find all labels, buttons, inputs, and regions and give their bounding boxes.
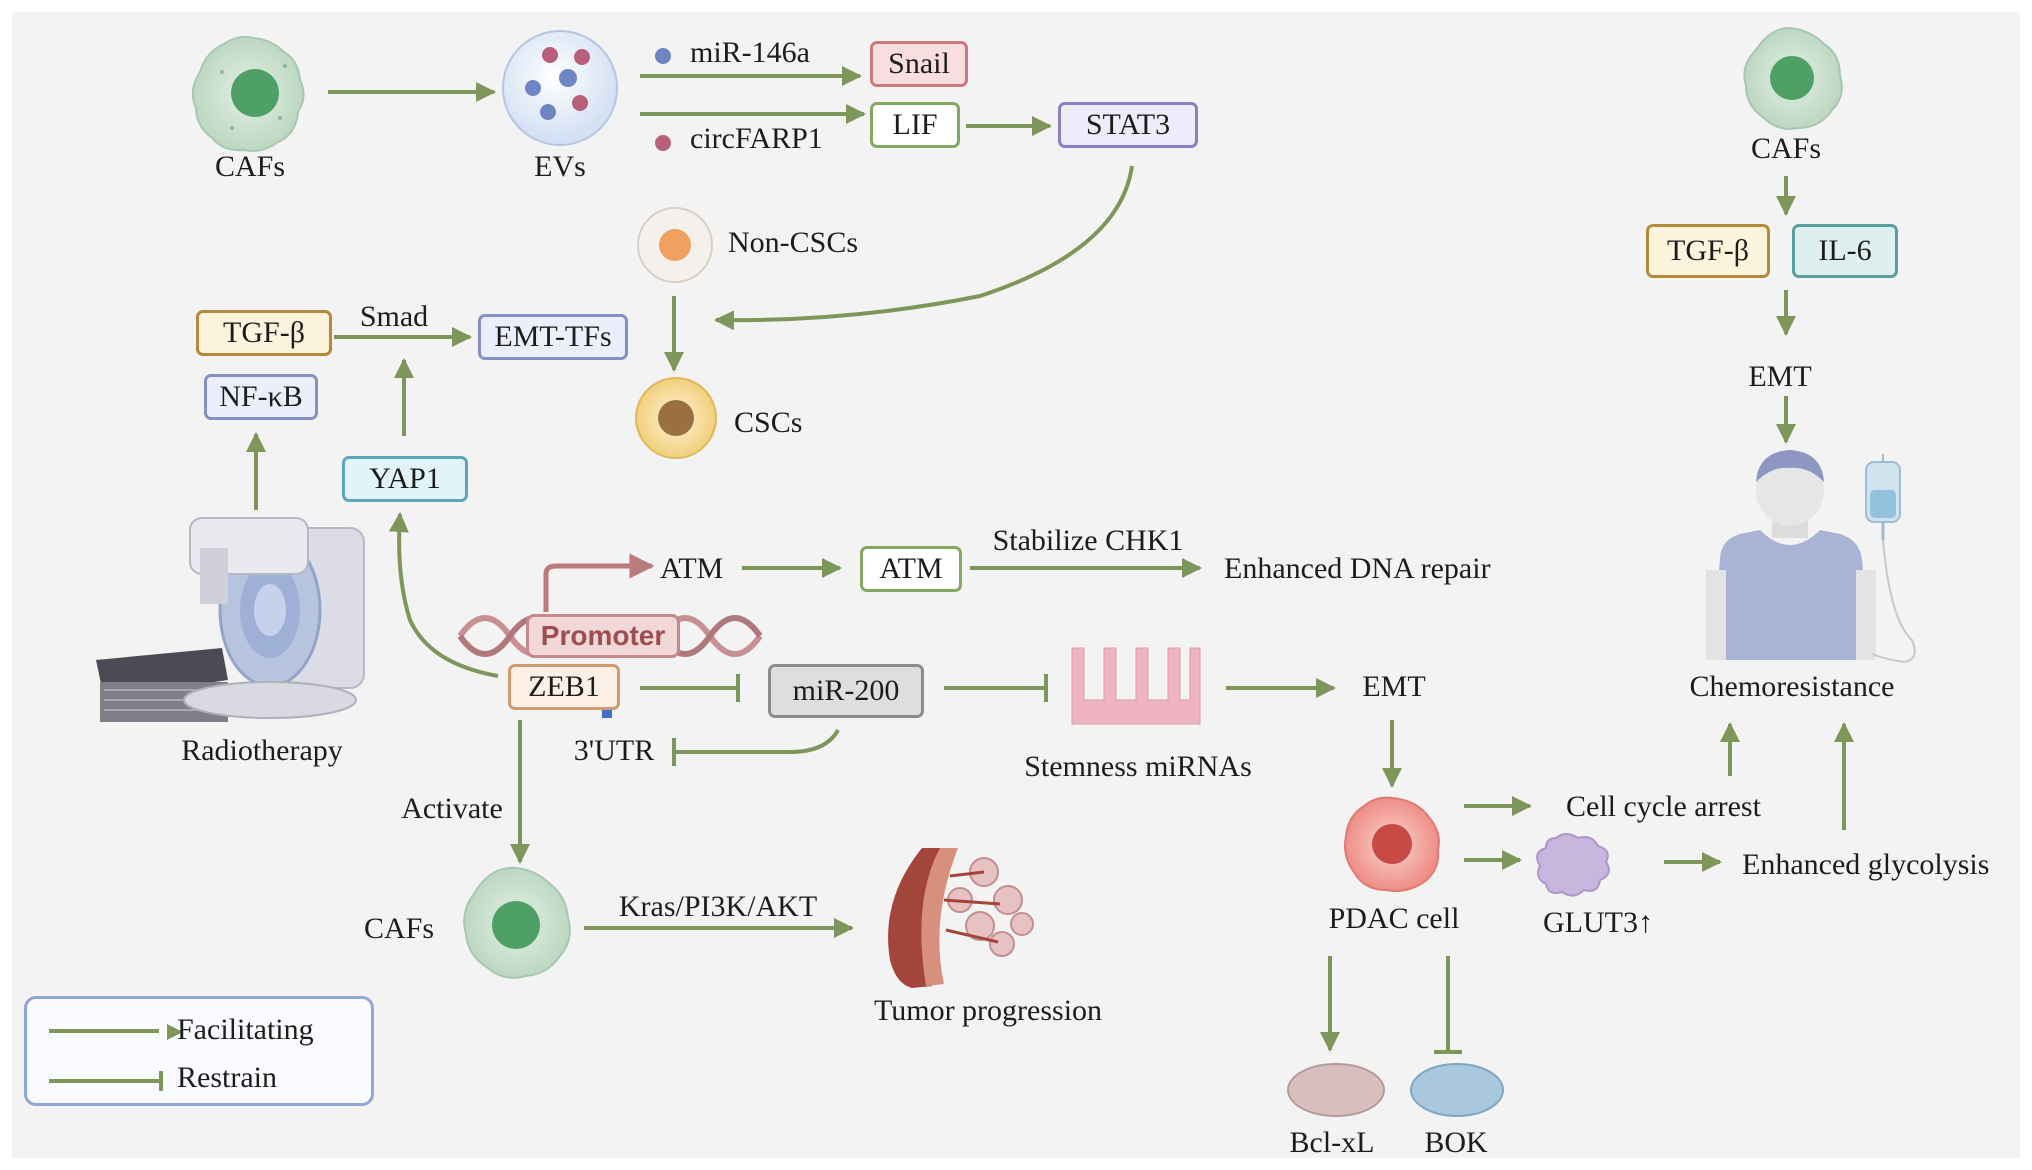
- arrow-lines: [246, 66, 1854, 1052]
- glut3-label: GLUT3↑: [1543, 906, 1653, 939]
- cafs-right-label: CAFs: [1750, 132, 1822, 165]
- bclxl-icon: [1287, 1063, 1385, 1117]
- cell-cycle-arrest-label: Cell cycle arrest: [1566, 790, 1761, 823]
- zeb1-box: ZEB1: [508, 664, 620, 710]
- non-cscs-label: Non-CSCs: [728, 226, 859, 259]
- radiotherapy-machine-icon: [96, 517, 365, 722]
- cafs-top-label: CAFs: [214, 150, 286, 183]
- mir146a-dot-icon: [655, 48, 671, 64]
- kras-pathway-label: Kras/PI3K/AKT: [618, 890, 818, 923]
- stat3-box: STAT3: [1058, 102, 1198, 148]
- evs-label: EVs: [534, 150, 586, 183]
- tumor-progression-label: Tumor progression: [873, 994, 1103, 1027]
- facilitating-arrow-icon: [49, 1024, 183, 1040]
- legend-restrain-label: Restrain: [177, 1061, 277, 1094]
- atm-gene-label: ATM: [660, 552, 724, 585]
- bok-label: BOK: [1424, 1126, 1488, 1159]
- non-csc-cell-icon: [637, 207, 713, 283]
- cscs-label: CSCs: [734, 406, 803, 439]
- tgf-beta-box: TGF-β: [196, 310, 332, 356]
- patient-icon: [1706, 450, 1876, 660]
- utr-label: 3'UTR: [573, 734, 655, 767]
- ev-vesicle-icon: [502, 30, 618, 146]
- tumor-tissue-icon: [888, 848, 1034, 988]
- mir-200-box: miR-200: [768, 664, 924, 718]
- nf-kb-box: NF-κB: [204, 374, 318, 420]
- circfarp1-dot-icon: [655, 135, 671, 151]
- glut3-icon: [1536, 833, 1610, 897]
- stemness-mirna-icon: [1071, 647, 1201, 725]
- csc-cell-icon: [635, 377, 717, 459]
- snail-box: Snail: [870, 41, 968, 87]
- bcl-xl-label: Bcl-xL: [1289, 1126, 1375, 1159]
- legend: Facilitating Restrain: [24, 996, 374, 1106]
- promoter-label: Promoter: [526, 614, 680, 658]
- mir-146a-label: miR-146a: [690, 36, 810, 69]
- restrain-bar-icon: [49, 1071, 163, 1091]
- legend-facilitating-label: Facilitating: [177, 1013, 314, 1046]
- iv-bag-icon: [1865, 454, 1916, 664]
- restrain-lines: [640, 674, 1462, 1054]
- caf-cell-icon: [191, 35, 305, 152]
- smad-label: Smad: [359, 300, 429, 333]
- emt-right-label: EMT: [1748, 360, 1812, 393]
- stabilize-chk1-label: Stabilize CHK1: [992, 524, 1184, 557]
- emt-tfs-box: EMT-TFs: [478, 314, 628, 360]
- pdac-cell-label: PDAC cell: [1328, 902, 1460, 935]
- cafs-bottom-label: CAFs: [364, 912, 435, 945]
- bok-icon: [1410, 1063, 1504, 1117]
- activate-label: Activate: [401, 792, 503, 825]
- enhanced-glycolysis-label: Enhanced glycolysis: [1742, 848, 1990, 881]
- il-6-box: IL-6: [1792, 224, 1898, 278]
- lif-box: LIF: [870, 102, 960, 148]
- circfarp1-label: circFARP1: [690, 122, 823, 155]
- stemness-mirnas-label: Stemness miRNAs: [1024, 750, 1252, 783]
- tgf-beta-box-right: TGF-β: [1646, 224, 1770, 278]
- yap1-box: YAP1: [342, 456, 468, 502]
- pdac-cell-icon: [1344, 796, 1440, 892]
- atm-box: ATM: [860, 546, 962, 592]
- promoter-arrow: [543, 553, 655, 612]
- chemoresistance-label: Chemoresistance: [1689, 670, 1895, 703]
- caf-cell-icon: [1743, 26, 1843, 130]
- emt-mid-label: EMT: [1362, 670, 1426, 703]
- enhanced-dna-repair-label: Enhanced DNA repair: [1224, 552, 1491, 585]
- caf-cell-icon: [463, 866, 571, 979]
- radiotherapy-label: Radiotherapy: [181, 734, 343, 767]
